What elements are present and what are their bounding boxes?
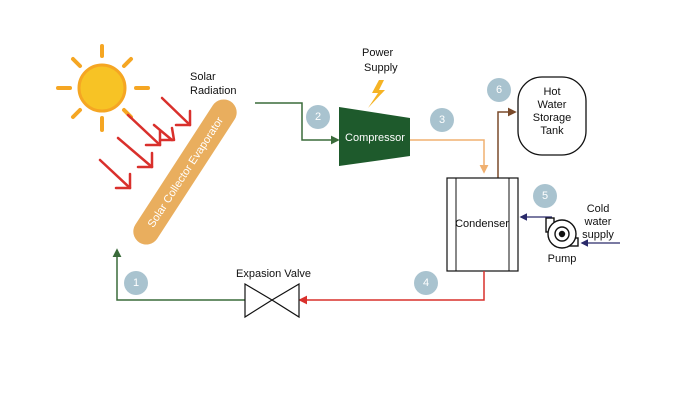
svg-text:2: 2: [315, 111, 321, 123]
svg-text:6: 6: [496, 84, 502, 96]
expansion-valve-label: Expasion Valve: [236, 268, 311, 280]
radiation-arrow: [160, 96, 192, 127]
expansion-valve: [244, 282, 300, 319]
cold-water-label-line2: water: [584, 216, 612, 228]
condenser: [446, 177, 519, 272]
radiation-arrow: [116, 136, 154, 169]
state-marker-3: 3: [430, 108, 454, 132]
state-marker-2: 2: [306, 105, 330, 129]
power-supply-label-line1: Power: [362, 47, 394, 59]
tank-label-line4: Tank: [540, 125, 564, 137]
radiation-arrow: [152, 123, 176, 142]
svg-text:4: 4: [423, 277, 429, 289]
svg-text:3: 3: [439, 114, 445, 126]
state-marker-1: 1: [124, 271, 148, 295]
condenser-label: Condenser: [455, 218, 509, 230]
pipe-evaporator-to-compressor: [255, 102, 340, 145]
solar-radiation-label-line1: Solar: [190, 71, 216, 83]
compressor-label: Compressor: [345, 132, 405, 144]
compressor: [339, 107, 410, 166]
svg-text:5: 5: [542, 190, 548, 202]
tank-label-line2: Water: [538, 99, 567, 111]
state-marker-5: 5: [533, 184, 557, 208]
pump-label: Pump: [548, 253, 577, 265]
pipe-compressor-to-condenser: [410, 139, 489, 174]
pipe-condenser-to-tank: [497, 107, 517, 178]
radiation-arrow: [126, 113, 162, 147]
radiation-arrows: [98, 96, 192, 190]
cold-water-label-line1: Cold: [587, 203, 610, 215]
pipe-condenser-to-valve: [298, 271, 485, 305]
tank-label-line1: Hot: [543, 86, 560, 98]
svg-text:1: 1: [133, 277, 139, 289]
pipe-valve-to-evaporator: [112, 248, 245, 301]
sun-icon: [56, 44, 150, 132]
cold-water-label-line3: supply: [582, 229, 614, 241]
state-marker-6: 6: [487, 78, 511, 102]
hot-water-storage-tank: [517, 76, 587, 156]
evaporator-label: Solar Collector Evaporator: [146, 115, 227, 230]
power-supply-label-line2: Supply: [364, 62, 398, 74]
radiation-arrow: [98, 158, 132, 190]
tank-label-line3: Storage: [533, 112, 572, 124]
state-marker-4: 4: [414, 271, 438, 295]
solar-radiation-label-line2: Radiation: [190, 85, 236, 97]
solar-collector-evaporator: Solar Collector Evaporator: [133, 99, 237, 245]
lightning-icon: [368, 80, 385, 108]
pump-icon: [545, 217, 579, 249]
